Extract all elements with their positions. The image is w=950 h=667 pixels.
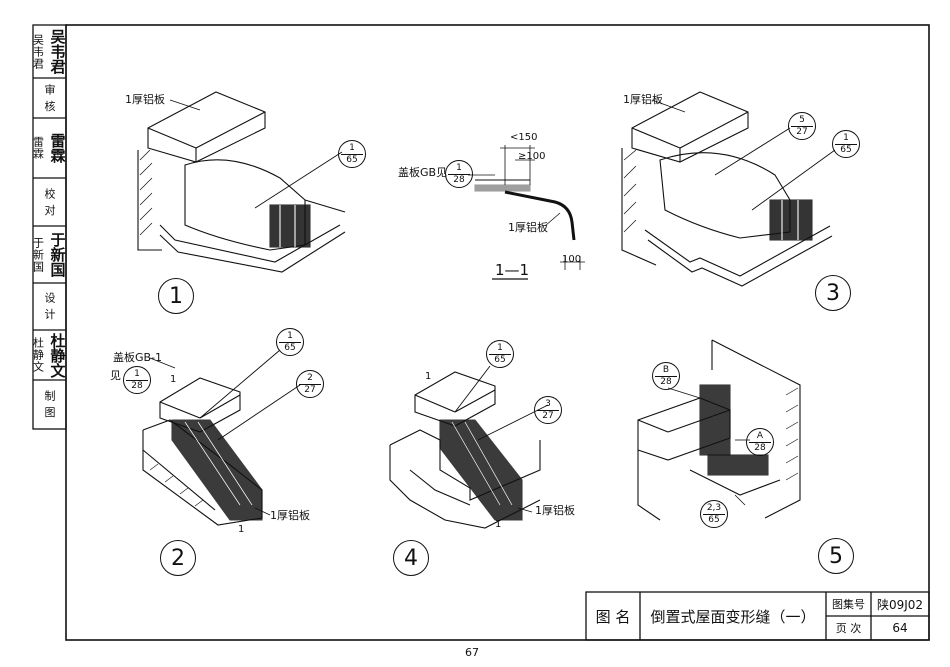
- detail-2-drawing: [142, 349, 301, 526]
- atlas-label: 图集号: [832, 598, 865, 611]
- side-row-4: 校 对: [33, 178, 65, 226]
- detail-5-number: 5: [818, 538, 854, 574]
- section-title: 1—1: [495, 261, 530, 279]
- detail-3-number: 3: [815, 275, 851, 311]
- title-block-name-label: 图 名: [595, 607, 631, 626]
- title-block-frame: [585, 591, 930, 641]
- detail-3-drawing: [621, 91, 836, 287]
- side-row-5: 于新国 于新国: [31, 226, 67, 283]
- side-row-7: 杜静文 杜静文: [31, 330, 67, 380]
- detail-2-cut-bot: 1: [238, 524, 245, 535]
- page-number: 67: [465, 646, 479, 659]
- detail-5-drawing: [637, 339, 801, 521]
- detail-4-drawing: [389, 365, 549, 529]
- signature-7: 杜静文: [48, 332, 67, 378]
- side-label-7: 杜静文: [31, 337, 45, 373]
- detail-4-cut-top: 1: [425, 371, 432, 382]
- side-label-3: 雷霖: [31, 136, 45, 160]
- detail-4-aluminum-label: 1厚铝板: [535, 504, 575, 517]
- detail-1-number: 1: [158, 278, 194, 314]
- side-label-8: 制 图: [43, 390, 56, 419]
- page-value: 64: [892, 621, 908, 635]
- detail-1-drawing: [137, 91, 346, 273]
- side-label-5: 于新国: [31, 236, 45, 273]
- section-cover-label: 盖板GB见: [398, 166, 448, 179]
- side-row-6: 设 计: [33, 283, 65, 330]
- detail-2-cut-top: 1: [170, 374, 177, 385]
- section-dim-100b: 100: [562, 254, 582, 265]
- detail-4-cut-bot: 1: [495, 519, 502, 530]
- detail-3-aluminum-label: 1厚铝板: [623, 93, 663, 106]
- side-label-6: 设 计: [43, 292, 56, 321]
- detail-2-number: 2: [160, 540, 196, 576]
- signature-3: 雷霖: [48, 133, 67, 163]
- section-dim-100a: ≥100: [518, 151, 546, 162]
- side-row-8: 制 图: [33, 380, 65, 429]
- side-row-1: 吴韦君 吴韦君: [31, 25, 67, 78]
- side-block-frame: [32, 24, 67, 430]
- side-row-2: 审 核: [33, 78, 65, 118]
- detail-2-cover-label: 盖板GB-1: [113, 351, 163, 364]
- section-1-1-drawing: [468, 145, 585, 280]
- detail-1-aluminum-label: 1厚铝板: [125, 93, 165, 106]
- detail-4-number: 4: [393, 540, 429, 576]
- signature-1: 吴韦君: [48, 29, 67, 74]
- drawing-title: 倒置式屋面变形缝（一）: [650, 607, 816, 626]
- detail-2-see-label: 见: [110, 369, 121, 382]
- side-label-1: 吴韦君: [31, 33, 45, 70]
- signature-5: 于新国: [48, 232, 67, 277]
- side-label-4: 校 对: [43, 187, 56, 217]
- atlas-value: 陕09J02: [876, 597, 924, 612]
- section-aluminum-label: 1厚铝板: [508, 221, 548, 234]
- side-row-3: 雷霖 雷霖: [31, 118, 67, 178]
- side-label-2: 审 核: [43, 83, 56, 113]
- page-label: 页 次: [835, 622, 862, 635]
- detail-2-aluminum-label: 1厚铝板: [270, 509, 310, 522]
- section-dim-150: <150: [510, 132, 538, 143]
